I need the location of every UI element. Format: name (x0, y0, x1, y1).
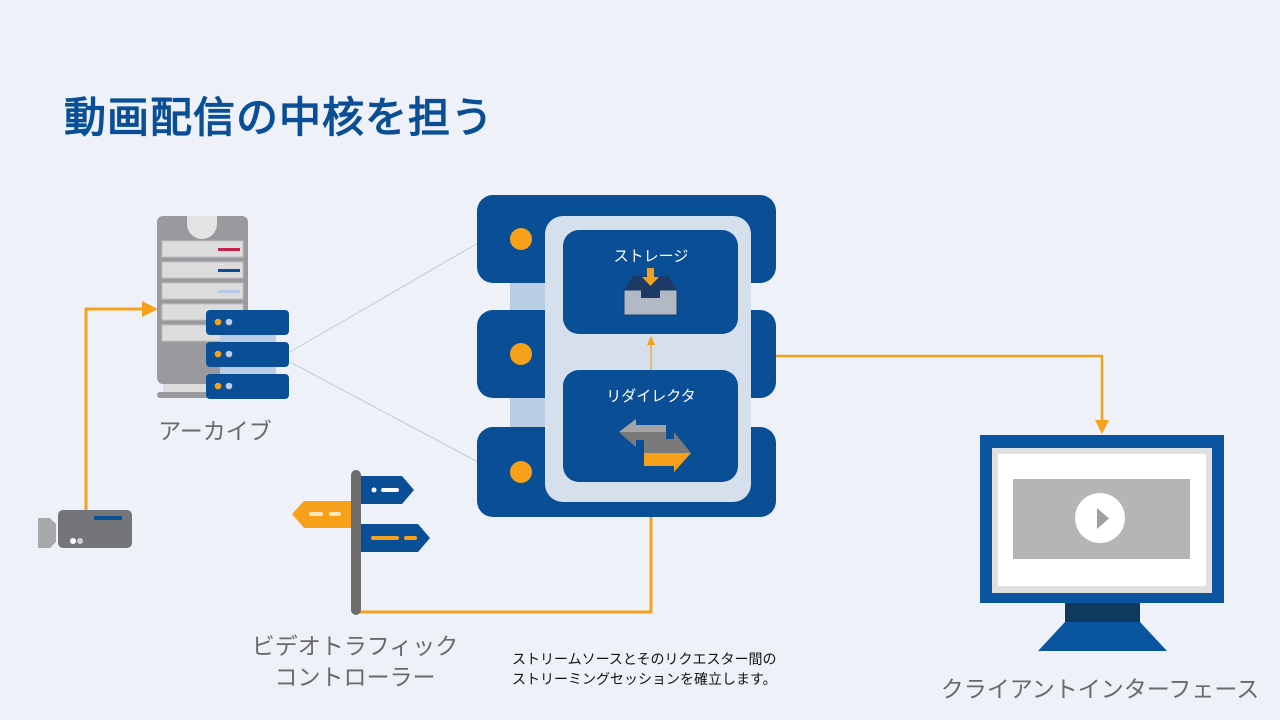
storage-inbox-icon (623, 268, 678, 316)
monitor-play-icon (980, 435, 1224, 651)
redirector-label: リダイレクタ (606, 387, 696, 405)
client-interface-label: クライアントインターフェース (940, 677, 1260, 703)
swap-arrows-icon (619, 419, 691, 472)
storage-label: ストレージ (613, 247, 689, 265)
central-server (477, 195, 776, 517)
description-caption: ストリームソースとそのリクエスター間の ストリーミングセッションを確立します。 (512, 650, 777, 690)
video-camera-icon (38, 510, 132, 548)
traffic-controller-label-line2: コントローラー (274, 665, 436, 691)
page-title: 動画配信の中核を担う (64, 93, 495, 142)
traffic-controller-label-line1: ビデオトラフィック (251, 634, 459, 660)
caption-line1: ストリームソースとそのリクエスター間の (512, 652, 777, 668)
caption-line2: ストリーミングセッションを確立します。 (512, 672, 777, 688)
archive-label: アーカイブ (158, 419, 272, 445)
server-to-client-arrow (776, 354, 1109, 434)
server-stack-icon (206, 310, 289, 399)
camera-to-archive-arrow (84, 301, 158, 512)
traffic-controller-label: ビデオトラフィック コントローラー (240, 632, 470, 694)
signpost-icon (292, 470, 430, 615)
archive-to-server-lines (289, 242, 479, 463)
